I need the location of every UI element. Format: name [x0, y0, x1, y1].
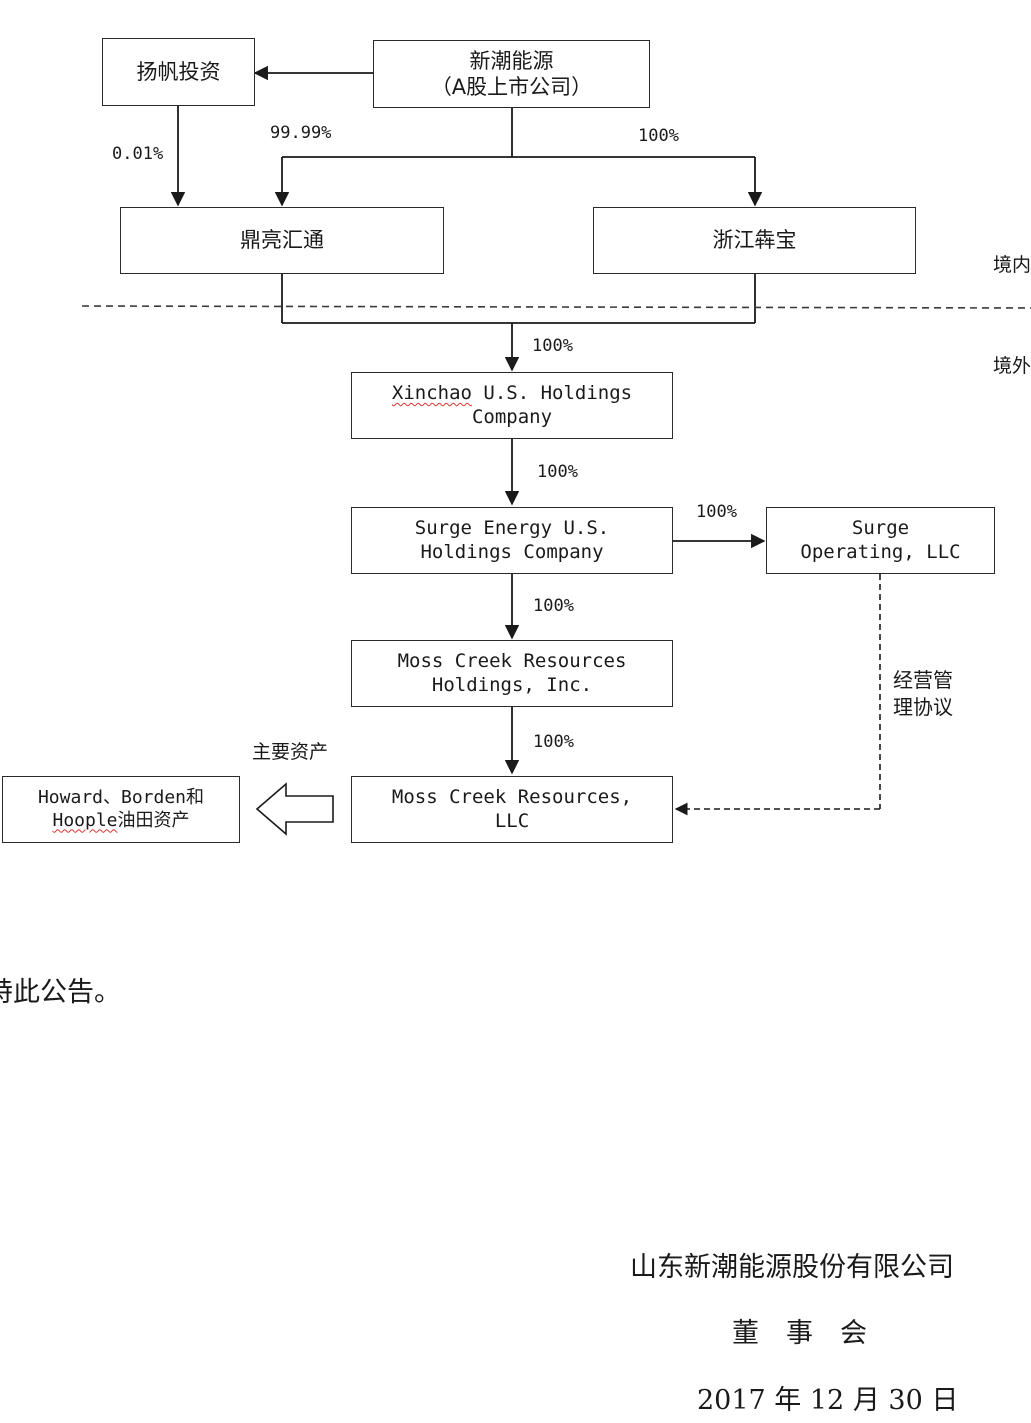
- signature-company: 山东新潮能源股份有限公司: [630, 1252, 954, 1283]
- node-zhejiang-benbao-label: 浙江犇宝: [712, 228, 797, 253]
- node-moss-creek-holdings: Moss Creek Resources Holdings, Inc.: [351, 640, 673, 707]
- node-xinchao-us-holdings-line1: Xinchao U.S. Holdings: [392, 382, 632, 406]
- node-surge-operating: Surge Operating, LLC: [766, 507, 995, 574]
- node-xinchao-energy-line1: 新潮能源: [469, 48, 554, 73]
- node-oil-field-assets-line1: Howard、Borden和: [37, 787, 205, 808]
- edge-label-to-moss-holdings: 100%: [533, 596, 574, 616]
- node-xinchao-us-holdings-word1: Xinchao: [391, 381, 472, 404]
- node-moss-creek-llc-line1: Moss Creek Resources,: [391, 785, 633, 808]
- node-moss-creek-llc-line2: LLC: [494, 809, 530, 832]
- node-oil-field-assets: Howard、Borden和 Hoople油田资产: [2, 776, 240, 843]
- signature-date: 2017 年 12 月 30 日: [697, 1385, 959, 1416]
- node-dingliang-huitong-label: 鼎亮汇通: [240, 228, 324, 253]
- region-label-overseas: 境外: [993, 355, 1031, 377]
- edge-label-to-moss-llc: 100%: [533, 732, 574, 752]
- closing-statement: 特此公告。: [0, 977, 121, 1008]
- node-xinchao-us-holdings: Xinchao U.S. Holdings Company: [351, 372, 673, 439]
- node-zhejiang-benbao: 浙江犇宝: [593, 207, 916, 274]
- main-assets-hollow-arrow: [255, 782, 334, 836]
- node-xinchao-us-holdings-line2: Company: [471, 405, 553, 428]
- edge-label-to-surge-operating: 100%: [696, 502, 737, 522]
- node-oil-field-assets-line2: Hoople油田资产: [52, 810, 189, 833]
- node-surge-energy-holdings-line2: Holdings Company: [420, 540, 604, 563]
- region-label-domestic: 境内: [993, 254, 1031, 276]
- node-surge-energy-holdings-line1: Surge Energy U.S.: [414, 516, 610, 539]
- edge-label-to-us-holdings: 100%: [532, 336, 573, 356]
- edge-label-management-line2: 理协议: [893, 695, 953, 719]
- node-moss-creek-llc: Moss Creek Resources, LLC: [351, 776, 673, 843]
- edge-label-to-surge-holdings: 100%: [537, 462, 578, 482]
- signature-board: 董 事 会: [732, 1318, 867, 1349]
- node-xinchao-energy: 新潮能源 （A股上市公司）: [373, 40, 650, 108]
- edge-label-management-agreement: 经营管 理协议: [893, 667, 953, 721]
- node-surge-operating-line2: Operating, LLC: [800, 540, 961, 563]
- node-oil-field-assets-word2: Hoople: [52, 809, 118, 831]
- node-xinchao-energy-line2: （A股上市公司）: [430, 75, 593, 99]
- node-oil-field-assets-rest2: 油田资产: [117, 809, 190, 831]
- edge-label-xinchao-dingliang: 99.99%: [270, 123, 332, 143]
- diagram-connectors: [81, 65, 1031, 836]
- node-xinchao-us-holdings-rest1: U.S. Holdings: [471, 381, 633, 404]
- edge-label-management-line1: 经营管: [893, 668, 953, 692]
- edge-label-main-assets: 主要资产: [252, 741, 329, 763]
- edge-label-xinchao-zhejiang: 100%: [638, 126, 679, 146]
- node-surge-energy-holdings: Surge Energy U.S. Holdings Company: [351, 507, 673, 574]
- edge-label-yangfan-dingliang: 0.01%: [112, 144, 164, 164]
- ownership-structure-diagram: 新潮能源 （A股上市公司） 扬帆投资 鼎亮汇通 浙江犇宝 Xinchao U.S…: [2, 38, 1031, 843]
- node-yangfan-investment: 扬帆投资: [102, 38, 255, 106]
- node-dingliang-huitong: 鼎亮汇通: [120, 207, 444, 274]
- node-surge-operating-line1: Surge: [851, 516, 910, 539]
- domestic-overseas-boundary: [81, 305, 1031, 309]
- node-yangfan-investment-label: 扬帆投资: [136, 59, 221, 84]
- node-moss-creek-holdings-line1: Moss Creek Resources: [397, 649, 627, 672]
- node-moss-creek-holdings-line2: Holdings, Inc.: [431, 673, 593, 696]
